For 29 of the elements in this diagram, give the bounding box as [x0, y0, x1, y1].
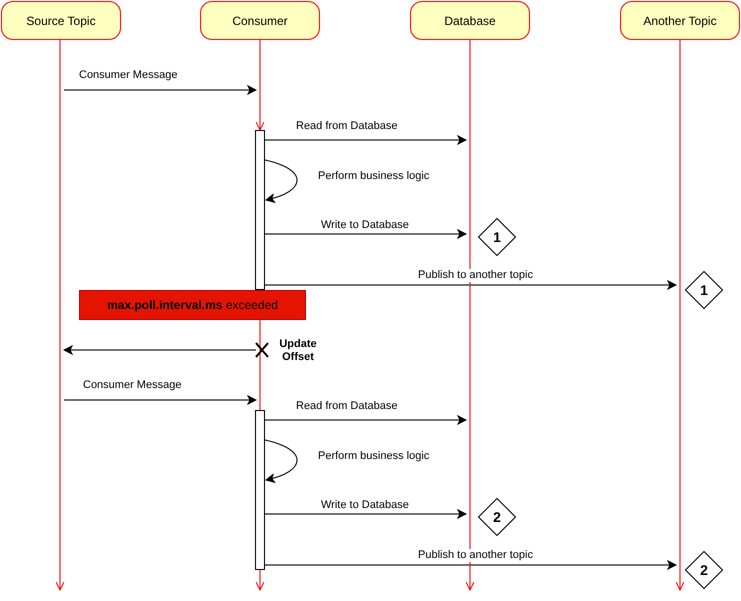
message-label: Perform business logic: [317, 450, 430, 463]
warning-box: max.poll.interval.ms exceeded: [79, 290, 306, 320]
message-arrow: [64, 396, 256, 404]
message-arrow: [64, 346, 256, 354]
message-arrow: [264, 440, 298, 482]
numbered-diamond: 1: [478, 218, 516, 256]
numbered-diamond: 2: [478, 498, 516, 536]
message-label: Perform business logic: [317, 170, 430, 183]
message-arrow: [264, 510, 466, 518]
message-arrow: [264, 160, 298, 202]
message-arrow: [264, 280, 676, 290]
numbered-diamond: 1: [685, 271, 723, 309]
participant-box: Database: [410, 1, 530, 40]
message-label: Consumer Message: [78, 69, 178, 82]
numbered-diamond: 2: [685, 551, 723, 589]
message-label: Publish to another topic: [417, 269, 534, 282]
lifeline: [676, 40, 684, 592]
message-arrow: [264, 416, 466, 424]
message-label: Publish to another topic: [417, 549, 534, 562]
participant-box: Another Topic: [620, 1, 740, 40]
message-arrow: [264, 560, 676, 570]
message-arrow: [264, 230, 466, 238]
lifeline: [56, 40, 64, 592]
message-label: Update Offset: [278, 338, 318, 364]
message-arrow: [264, 136, 466, 144]
message-arrow: [64, 86, 256, 94]
participant-box: Source Topic: [1, 1, 121, 40]
message-label: Consumer Message: [82, 379, 182, 392]
participant-box: Consumer: [200, 1, 320, 40]
